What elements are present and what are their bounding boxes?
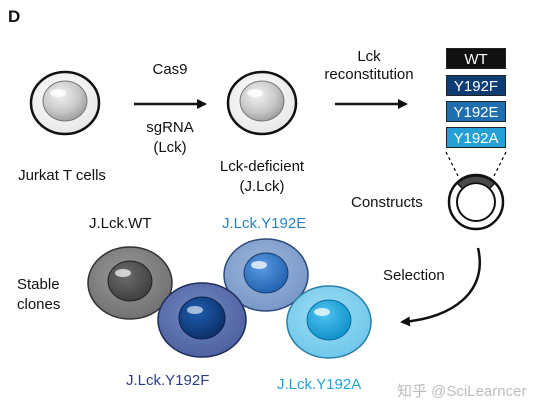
clone-y192a-cell-icon [286, 285, 372, 359]
panel-label: D [8, 7, 21, 26]
construct-wt: WT [446, 48, 506, 69]
plasmid-icon [445, 151, 507, 231]
clone-y192a-label: J.Lck.Y192A [277, 376, 362, 393]
jurkat-label: Jurkat T cells [18, 167, 106, 184]
construct-y192f: Y192F [446, 75, 506, 96]
lck-deficient-cell-icon [226, 70, 298, 136]
lck-deficient-label: Lck-deficient [219, 158, 305, 175]
construct-y192a: Y192A [446, 127, 506, 148]
jurkat-cell-icon [29, 70, 101, 136]
clone-y192f-label: J.Lck.Y192F [126, 372, 210, 389]
clone-y192f-cell-icon [157, 282, 247, 358]
selection-label: Selection [383, 267, 445, 284]
sgrna-label: sgRNA [146, 119, 194, 136]
clone-wt-cell-icon [87, 246, 173, 320]
lck-label: Lck [357, 48, 381, 65]
stable-label: Stable [17, 276, 60, 293]
clone-y192e-cell-icon [223, 238, 309, 312]
constructs-label: Constructs [351, 194, 423, 211]
clones-label: clones [17, 296, 61, 313]
construct-y192e: Y192E [446, 101, 506, 122]
reconstitution-label: reconstitution [324, 66, 414, 83]
jlck-label: (J.Lck) [239, 178, 285, 195]
clone-wt-label: J.Lck.WT [89, 215, 152, 232]
selection-arrow [400, 247, 481, 327]
watermark: 知乎 @SciLearncer [397, 383, 527, 400]
cas9-label: Cas9 [152, 61, 188, 78]
lck-target-label: (Lck) [153, 139, 187, 156]
clone-y192e-label: J.Lck.Y192E [222, 215, 307, 232]
